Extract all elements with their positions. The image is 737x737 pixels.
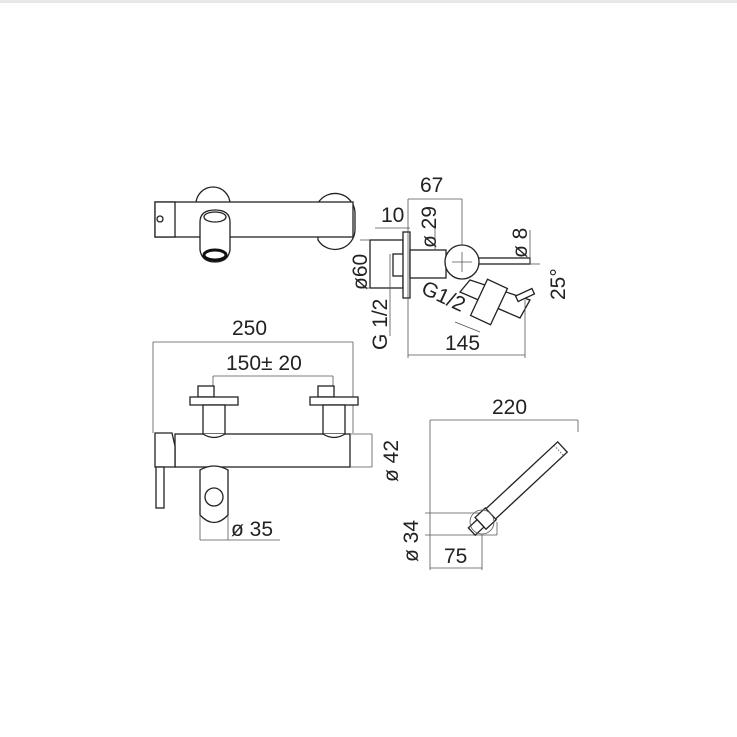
dim-67: 67 xyxy=(420,174,443,197)
dim-10: 10 xyxy=(381,204,404,227)
front-view-mixer xyxy=(152,341,373,541)
side-view-mixer xyxy=(360,198,540,358)
top-border xyxy=(0,0,737,3)
dim-diameter-60: ø60 xyxy=(349,254,372,290)
dim-diameter-34: ø 34 xyxy=(400,520,423,562)
handshower-view xyxy=(425,419,579,570)
dim-220: 220 xyxy=(492,396,527,419)
dim-diameter-35: ø 35 xyxy=(231,518,273,541)
dim-g-half-wall: G 1/2 xyxy=(369,299,392,350)
dim-diameter-29: ø 29 xyxy=(418,206,441,248)
top-view-mixer xyxy=(154,186,356,263)
dim-angle-25: 25° xyxy=(547,268,570,300)
dim-diameter-42: ø 42 xyxy=(380,440,403,482)
dim-diameter-8: ø 8 xyxy=(509,228,532,258)
dim-75: 75 xyxy=(444,545,467,568)
dim-250: 250 xyxy=(232,317,267,340)
dim-g-half-outlet: G1/2 xyxy=(418,277,469,317)
dim-150-tolerance: 150± 20 xyxy=(226,352,302,375)
dim-145: 145 xyxy=(445,332,480,355)
